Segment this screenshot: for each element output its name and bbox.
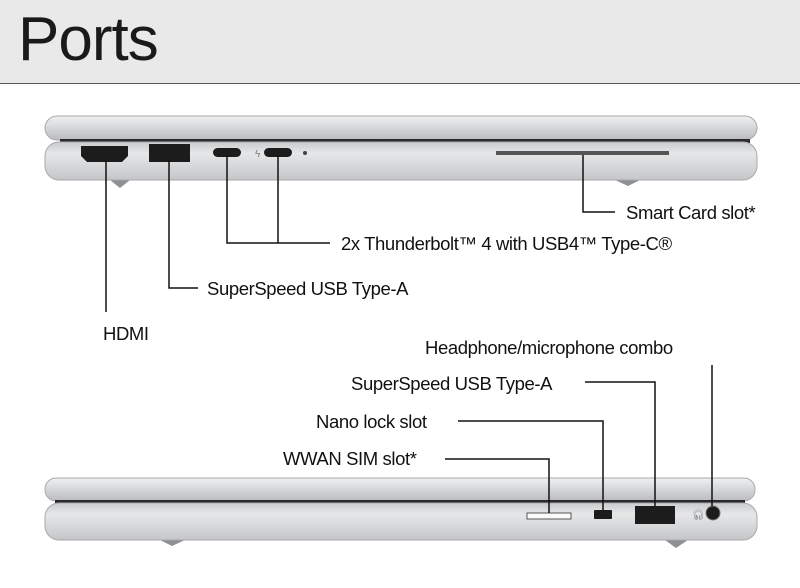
laptop-left-side: ϟ bbox=[44, 115, 758, 188]
label-thunderbolt: 2x Thunderbolt™ 4 with USB4™ Type-C® bbox=[341, 233, 672, 254]
usb-c-port bbox=[213, 148, 241, 157]
foot bbox=[665, 540, 688, 548]
hinge-gap bbox=[60, 139, 750, 143]
led-indicator bbox=[303, 151, 307, 155]
foot bbox=[615, 180, 640, 186]
label-usb-a-left: SuperSpeed USB Type-A bbox=[207, 278, 409, 299]
hdmi-port bbox=[81, 146, 128, 162]
smart-card-slot bbox=[496, 151, 669, 155]
laptop-base bbox=[44, 502, 758, 541]
wwan-sim-slot bbox=[526, 512, 572, 520]
laptop-lid bbox=[44, 115, 758, 141]
foot bbox=[110, 180, 130, 188]
laptop-right-side: 🎧︎ bbox=[44, 477, 758, 548]
callout-lines-bottom bbox=[445, 365, 713, 513]
headphone-icon: 🎧︎ bbox=[692, 509, 705, 521]
label-wwan-sim: WWAN SIM slot* bbox=[283, 448, 417, 469]
label-hdmi: HDMI bbox=[103, 323, 149, 344]
usb-a-port bbox=[149, 144, 190, 162]
label-usb-a-right: SuperSpeed USB Type-A bbox=[351, 373, 553, 394]
label-headphone-combo: Headphone/microphone combo bbox=[425, 337, 673, 358]
label-smart-card-slot: Smart Card slot* bbox=[626, 202, 756, 223]
headphone-jack bbox=[705, 505, 721, 521]
hinge-gap bbox=[55, 500, 745, 504]
callout-lines-top bbox=[105, 155, 615, 312]
foot bbox=[160, 540, 185, 546]
label-nano-lock: Nano lock slot bbox=[316, 411, 427, 432]
laptop-lid bbox=[44, 477, 756, 502]
nano-lock-slot bbox=[594, 510, 612, 519]
page-title: Ports bbox=[18, 5, 159, 74]
usb-c-port bbox=[264, 148, 292, 157]
thunderbolt-icon: ϟ bbox=[255, 149, 261, 160]
usb-a-port bbox=[635, 506, 675, 524]
header-band: Ports bbox=[0, 0, 800, 84]
